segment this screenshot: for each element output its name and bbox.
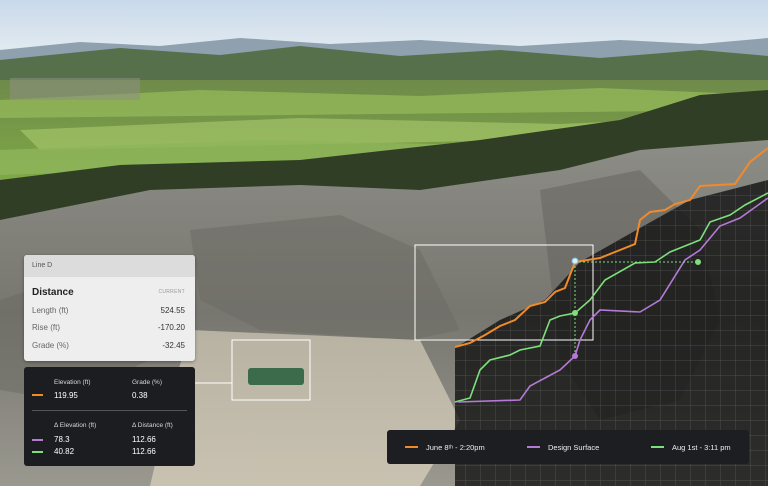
rise-row: Rise (ft) -170.20 <box>32 323 185 332</box>
legend-item-aug[interactable]: Aug 1st - 3:11 pm <box>651 430 731 464</box>
length-value: 524.55 <box>160 306 185 315</box>
delta-elevation-purple: 78.3 <box>54 435 70 444</box>
delta-distance-purple: 112.66 <box>132 435 156 444</box>
panel-title: Distance <box>32 287 74 298</box>
orange-line-icon <box>405 446 418 448</box>
purple-swatch <box>32 439 43 441</box>
purple-line-icon <box>527 446 540 448</box>
grade-row: Grade (%) -32.45 <box>32 341 185 350</box>
legend-item-design[interactable]: Design Surface <box>527 430 599 464</box>
grade-label: Grade (%) <box>132 379 162 386</box>
current-tag: CURRENT <box>158 289 185 295</box>
legend-item-june[interactable]: June 8ᵗʰ - 2:20pm <box>405 430 485 464</box>
grade-value: -32.45 <box>162 341 185 350</box>
grade-label: Grade (%) <box>32 341 69 350</box>
orange-swatch <box>32 394 43 396</box>
legend-label: Design Surface <box>548 442 600 452</box>
length-label: Length (ft) <box>32 306 69 315</box>
surface-legend: June 8ᵗʰ - 2:20pm Design Surface Aug 1st… <box>387 430 749 464</box>
legend-label: June 8ᵗʰ - 2:20pm <box>426 442 485 452</box>
line-distance-panel: Line D Distance CURRENT Length (ft) 524.… <box>24 255 195 361</box>
delta-distance-label: Δ Distance (ft) <box>132 422 173 429</box>
divider <box>32 410 187 411</box>
elevation-label: Elevation (ft) <box>54 379 91 386</box>
grade-value: 0.38 <box>132 391 148 400</box>
panel-header: Line D <box>24 255 195 277</box>
delta-elevation-green: 40.82 <box>54 447 75 456</box>
length-row: Length (ft) 524.55 <box>32 306 185 315</box>
green-swatch <box>32 451 43 453</box>
rise-value: -170.20 <box>157 323 185 332</box>
rise-label: Rise (ft) <box>32 323 60 332</box>
elevation-value: 119.95 <box>54 391 78 400</box>
delta-elevation-label: Δ Elevation (ft) <box>54 422 97 429</box>
legend-label: Aug 1st - 3:11 pm <box>672 442 731 452</box>
green-line-icon <box>651 446 664 448</box>
delta-distance-green: 112.66 <box>132 447 156 456</box>
elevation-stats-panel: Elevation (ft) 119.95 Grade (%) 0.38 Δ E… <box>24 367 195 466</box>
